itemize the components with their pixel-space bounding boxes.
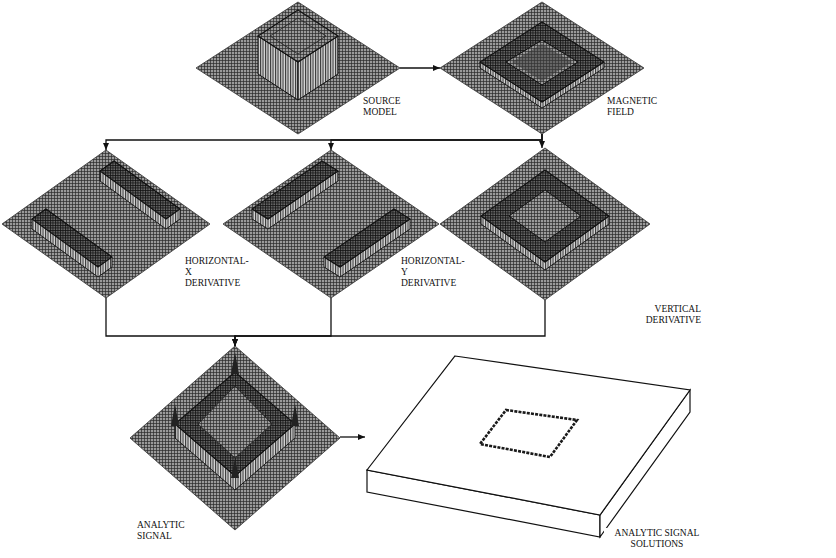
corner-peak <box>231 458 239 478</box>
anomaly-shadow <box>512 44 572 81</box>
panel-label: SOURCE MODEL <box>362 96 401 118</box>
arrowhead <box>232 339 238 346</box>
grid-surface <box>440 148 650 300</box>
ridge-side <box>32 209 112 277</box>
flow-connector <box>232 300 545 346</box>
solution-outline <box>480 410 577 457</box>
panel-node: SOURCE MODEL <box>196 2 400 134</box>
connector-line <box>106 134 542 150</box>
panel-label: HORIZONTAL-X DERIVATIVE <box>184 256 250 289</box>
plateau-inner <box>198 386 272 458</box>
corner-peak <box>171 404 179 426</box>
connector-line <box>235 300 545 346</box>
ridge-top <box>100 161 180 219</box>
panel-label: VERTICAL DERIVATIVE <box>620 304 702 326</box>
grid-surface <box>130 346 340 530</box>
connector-line <box>235 298 331 346</box>
connector-line <box>106 298 235 346</box>
panel-label: HORIZONTAL-Y DERIVATIVE <box>400 256 466 289</box>
analytic-signal-surface <box>130 346 340 530</box>
slab-top <box>367 356 690 515</box>
panel-label: MAGNETIC FIELD <box>606 96 658 118</box>
ridge-side <box>100 161 180 229</box>
corner-peak <box>291 404 299 426</box>
anomaly-frame <box>480 22 604 102</box>
arrowhead <box>539 141 545 148</box>
flow-connector <box>232 298 331 346</box>
arrowhead <box>328 143 334 150</box>
arrowhead <box>358 434 365 440</box>
panel-node: ANALYTIC SIGNAL <box>130 346 340 530</box>
arrowhead <box>103 143 109 150</box>
panel-node: HORIZONTAL-Y DERIVATIVE <box>223 150 439 298</box>
anomaly-hollow <box>506 40 578 85</box>
panel-node: MAGNETIC FIELD <box>440 2 644 134</box>
flow-connector <box>106 298 238 346</box>
solutions-slab <box>367 356 690 537</box>
panel-node: HORIZONTAL-X DERIVATIVE <box>2 150 210 298</box>
horizontal-x-surface <box>2 150 210 298</box>
prism-top <box>258 10 338 62</box>
panel-label: ANALYTIC SIGNAL SOLUTIONS <box>604 528 710 550</box>
vertical-derivative-surface <box>440 148 650 300</box>
arrowhead <box>232 339 238 346</box>
arrowhead <box>433 65 440 71</box>
prism-top-outline <box>270 18 326 54</box>
ridge-top <box>32 209 112 267</box>
flow-connector <box>539 134 545 148</box>
corner-peak <box>231 352 239 374</box>
anomaly-hollow <box>509 190 581 242</box>
ridge-top <box>324 209 410 267</box>
panel-node: ANALYTIC SIGNAL SOLUTIONS <box>365 356 690 537</box>
flow-connector <box>328 134 542 150</box>
flow-connector <box>103 134 542 150</box>
panel-label: ANALYTIC SIGNAL <box>136 520 186 542</box>
flow-connector <box>400 65 440 71</box>
arrowhead <box>232 339 238 346</box>
ridge-top <box>252 161 338 219</box>
panel-node: VERTICAL DERIVATIVE <box>440 148 650 300</box>
flow-connector <box>340 434 365 440</box>
grid-surface <box>2 150 210 298</box>
connector-line <box>331 134 542 150</box>
anomaly-frame <box>481 170 609 262</box>
